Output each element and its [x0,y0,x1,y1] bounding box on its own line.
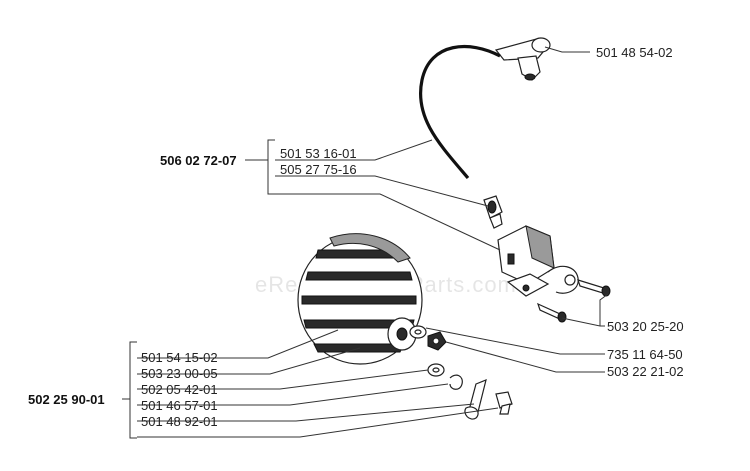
terminal-plug [483,195,503,229]
label-flywheel-part-3: 502 05 42-01 [141,382,218,397]
spark-plug-cap [494,37,551,81]
label-flywheel-part-5: 501 48 92-01 [141,414,218,429]
label-terminal: 505 27 75-16 [280,162,357,177]
label-ht-lead: 501 53 16-01 [280,146,357,161]
label-washer: 735 11 64-50 [607,347,683,362]
ignition-module [497,225,579,297]
label-spark-plug-cap: 501 48 54-02 [596,45,673,60]
small-washer [427,363,445,377]
pawl-spring [464,379,487,420]
label-screws: 503 20 25-20 [607,319,684,334]
washer [409,325,427,339]
label-flywheel-part-1: 501 54 15-02 [141,350,218,365]
pawl [495,391,513,415]
ht-lead [419,44,501,180]
flywheel [297,233,423,365]
screws [536,279,611,323]
label-nut: 503 22 21-02 [607,364,684,379]
label-flywheel-part-4: 501 46 57-01 [141,398,218,413]
label-ignition-assembly: 506 02 72-07 [160,153,237,168]
label-flywheel-part-2: 503 23 00-05 [141,366,218,381]
label-flywheel-assembly: 502 25 90-01 [28,392,105,407]
nut [427,331,447,351]
circlip [449,374,463,390]
